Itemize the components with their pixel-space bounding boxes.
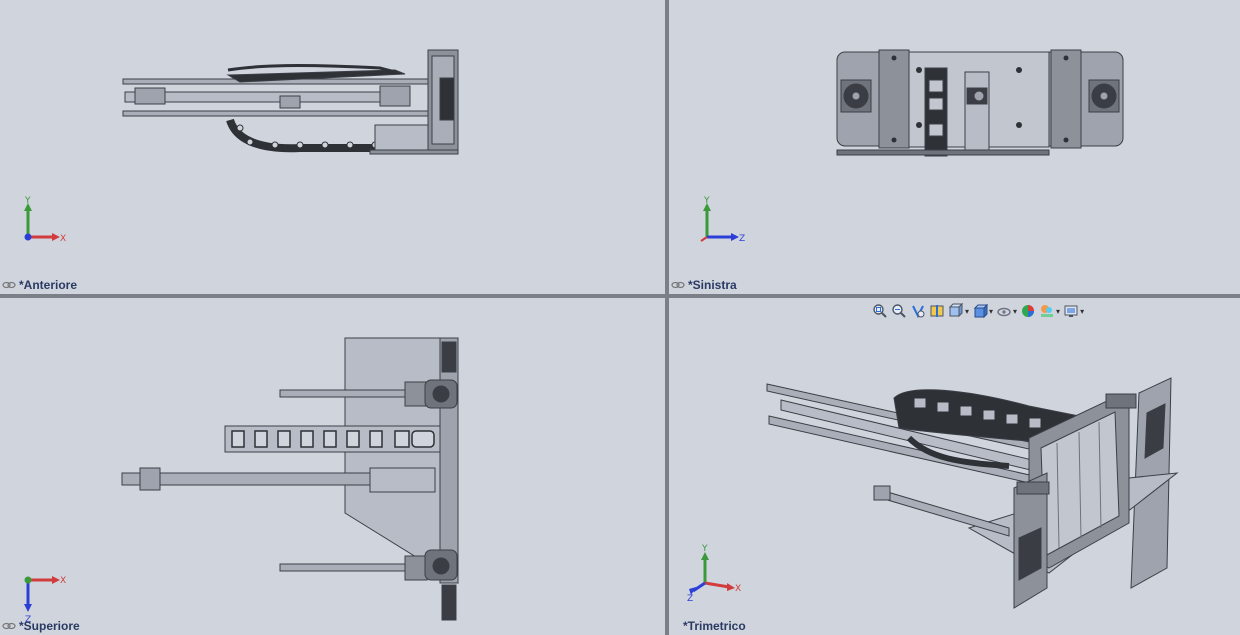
apply-scene-button[interactable]: ▾	[1039, 302, 1060, 320]
link-views-icon	[2, 281, 16, 289]
zoom-to-fit-icon	[873, 304, 887, 318]
heads-up-view-toolbar: ▾ ▾ ▾ ▾ ▾	[872, 302, 1084, 320]
axis-label-x: X	[60, 576, 66, 586]
axis-label-z: Z	[739, 234, 745, 244]
viewport-name: *Anteriore	[19, 278, 78, 292]
section-view-icon	[930, 305, 944, 317]
edit-appearance-button[interactable]	[1020, 302, 1036, 320]
view-settings-button[interactable]: ▾	[1063, 302, 1084, 320]
viewport-label-top[interactable]: *Superiore	[2, 619, 80, 633]
section-view-button[interactable]	[929, 302, 945, 320]
dropdown-caret-icon: ▾	[1013, 306, 1018, 316]
zoom-to-fit-button[interactable]	[872, 302, 888, 320]
axis-label-y: Y	[24, 196, 31, 206]
viewport-label-front[interactable]: *Anteriore	[2, 278, 77, 292]
axis-triad-left: Y Z	[700, 196, 745, 244]
zoom-to-area-button[interactable]	[891, 302, 907, 320]
axis-triad-trimetric: Y X Z	[687, 544, 741, 603]
previous-view-icon	[912, 305, 925, 319]
zoom-to-area-icon	[892, 304, 906, 318]
axis-label-z: Z	[25, 615, 31, 625]
axis-label-x: X	[735, 584, 741, 594]
viewport-top[interactable]: X Z *Superiore	[0, 298, 665, 635]
model-front-view	[122, 49, 459, 155]
model-left-view	[836, 49, 1124, 157]
viewport-label-trimetric[interactable]: *Trimetrico	[683, 619, 746, 633]
apply-scene-icon	[1041, 305, 1054, 317]
display-style-button[interactable]: ▾	[972, 302, 993, 320]
axis-label-y: Y	[703, 196, 710, 206]
hide-show-items-icon	[997, 307, 1011, 317]
axis-label-x: X	[60, 234, 66, 244]
dropdown-caret-icon: ▾	[989, 306, 994, 316]
axis-label-z: Z	[687, 594, 693, 603]
view-settings-icon	[1064, 305, 1078, 317]
axis-triad-front: Y X	[24, 196, 66, 244]
viewport-name: *Sinistra	[688, 278, 737, 292]
axis-label-y: Y	[701, 544, 708, 554]
dropdown-caret-icon: ▾	[965, 306, 970, 316]
model-trimetric-view	[766, 377, 1179, 609]
previous-view-button[interactable]	[910, 302, 926, 320]
viewport-left[interactable]: Y Z *Sinistra	[669, 0, 1240, 294]
dropdown-caret-icon: ▾	[1080, 306, 1085, 316]
view-orientation-icon	[948, 303, 964, 318]
viewport-front[interactable]: Y X *Anteriore	[0, 0, 665, 294]
viewport-name: *Superiore	[19, 619, 80, 633]
axis-triad-top: X Z	[24, 576, 66, 625]
dropdown-caret-icon: ▾	[1056, 306, 1061, 316]
model-top-view	[121, 337, 459, 621]
link-views-icon	[2, 622, 16, 630]
display-style-icon	[973, 303, 989, 319]
link-views-icon	[671, 281, 685, 289]
viewport-label-left[interactable]: *Sinistra	[671, 278, 737, 292]
viewport-trimetric[interactable]: ▾ ▾ ▾ ▾ ▾	[669, 298, 1240, 635]
view-orientation-button[interactable]: ▾	[948, 302, 969, 320]
edit-appearance-icon	[1022, 305, 1035, 317]
hide-show-items-button[interactable]: ▾	[996, 302, 1017, 320]
viewport-name: *Trimetrico	[683, 619, 746, 633]
